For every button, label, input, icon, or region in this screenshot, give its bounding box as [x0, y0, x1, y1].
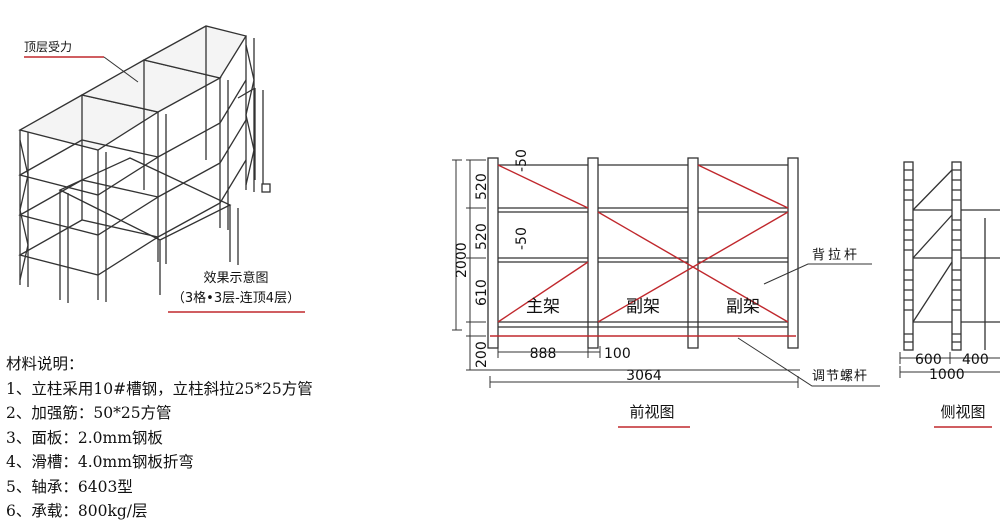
side-dim-b: 400: [962, 352, 989, 368]
dim-total-height: 2000: [454, 242, 470, 278]
materials-item-3: 3、面板：2.0mm钢板: [6, 428, 163, 447]
front-post-right: [787, 157, 799, 349]
iso-side-braces: [19, 44, 255, 281]
iso-feet: [261, 183, 271, 193]
front-brace-x: [597, 211, 789, 323]
dim-bay-width: 888: [530, 346, 557, 362]
dim-total-width: 3064: [626, 368, 662, 384]
dim-left-1: 520: [474, 173, 490, 200]
bay-label-sub-1: 副架: [626, 297, 660, 317]
label-back-brace: 背拉杆: [812, 248, 860, 263]
side-dim-a: 600: [915, 352, 942, 368]
iso-drawer: [58, 87, 264, 303]
materials-item-5: 5、轴承：6403型: [6, 477, 133, 496]
front-post-2: [587, 157, 599, 349]
dim-left-3: -50: [514, 227, 530, 250]
bay-label-sub-2: 副架: [726, 297, 760, 317]
front-view: -50 520 520 -50 610 200 2000 888 100 306…: [452, 149, 880, 428]
leader-back-brace: [763, 263, 872, 285]
materials-item-6: 6、承载：800kg/层: [6, 502, 148, 520]
front-caption: 前视图: [629, 403, 674, 421]
iso-caption-title: 效果示意图: [203, 270, 268, 286]
side-braces: [912, 169, 953, 323]
front-brace-1: [497, 164, 589, 209]
label-screw: 调节螺杆: [812, 369, 868, 384]
front-post-left: [487, 157, 499, 349]
front-beams: [498, 164, 788, 328]
iso-shelf-levels: [18, 79, 247, 276]
materials-title: 材料说明：: [6, 355, 84, 373]
bay-label-main: 主架: [526, 297, 560, 317]
leader-screw: [737, 337, 880, 387]
iso-callout: 顶层受力: [24, 40, 139, 83]
front-brace-low: [497, 261, 589, 323]
dim-left-2: 520: [474, 223, 490, 250]
materials-item-4: 4、滑槽：4.0mm钢板折弯: [6, 453, 194, 471]
iso-callout-label: 顶层受力: [24, 40, 72, 54]
side-post-front: [903, 161, 914, 351]
iso-caption-sub: （3格•3层-连顶4层）: [172, 290, 300, 306]
front-post-3: [687, 157, 699, 349]
iso-back-posts: [81, 26, 255, 220]
dim-left-4: 610: [474, 279, 490, 306]
dim-left-5: 200: [474, 341, 490, 368]
dim-left-0: -50: [514, 149, 530, 172]
side-post-ticks: [904, 169, 961, 343]
isometric-view: [18, 25, 271, 303]
dim-gap-width: 100: [604, 346, 631, 362]
materials-notes: 材料说明： 1、立柱采用10#槽钢，立柱斜拉25*25方管 2、加强筋：50*2…: [6, 352, 426, 524]
materials-item-2: 2、加强筋：50*25方管: [6, 404, 172, 422]
materials-item-1: 1、立柱采用10#槽钢，立柱斜拉25*25方管: [6, 379, 313, 398]
side-view: 600 400 1000 侧视图: [899, 161, 1000, 428]
front-brace-2: [697, 164, 789, 209]
side-post-back: [951, 161, 962, 351]
side-caption: 侧视图: [940, 403, 985, 421]
side-beams: [913, 209, 1000, 350]
side-dim-total: 1000: [929, 367, 965, 383]
